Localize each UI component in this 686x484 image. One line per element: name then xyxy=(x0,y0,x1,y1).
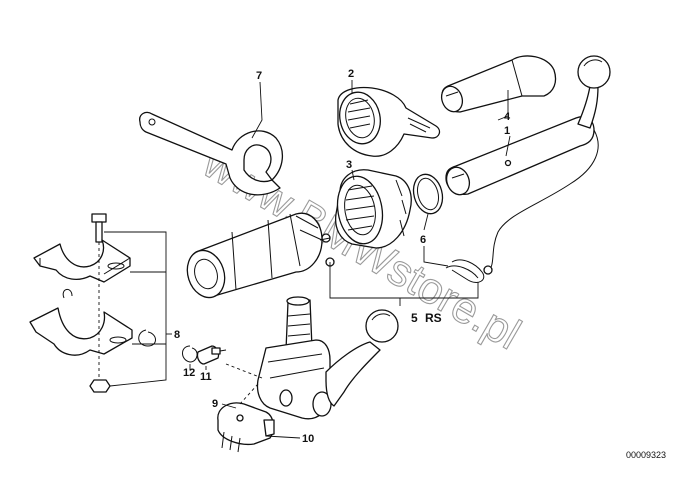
callout-1: 1 xyxy=(504,125,510,137)
retainer-icon xyxy=(445,259,493,283)
socket-icon xyxy=(186,212,323,299)
callout-12: 12 xyxy=(183,367,195,379)
tow-coupling-icon xyxy=(256,296,399,420)
leader-lines xyxy=(104,80,511,439)
callout-rs: RS xyxy=(425,311,442,325)
callout-9: 9 xyxy=(212,398,218,410)
callout-5: 5 xyxy=(411,311,418,325)
callout-10: 10 xyxy=(302,433,314,445)
bracket-icon xyxy=(29,213,156,393)
callout-6: 6 xyxy=(420,234,426,246)
tow-ball-bar-icon xyxy=(445,55,611,196)
callout-2: 2 xyxy=(348,68,354,80)
wire-icon xyxy=(239,383,259,405)
switch-icon xyxy=(196,345,227,365)
wire-icon xyxy=(225,363,263,379)
callout-11: 11 xyxy=(200,371,212,383)
clip-icon xyxy=(182,345,198,363)
callout-4: 4 xyxy=(504,111,511,123)
safety-cable-icon xyxy=(487,129,599,273)
plug-icon xyxy=(217,402,275,453)
callout-3: 3 xyxy=(346,159,352,171)
callout-8: 8 xyxy=(174,329,180,341)
spanner-icon xyxy=(139,111,283,196)
document-number: 00009323 xyxy=(626,450,666,460)
cap-nut-icon xyxy=(337,86,441,157)
ring-icon xyxy=(412,173,444,215)
callout-7: 7 xyxy=(256,70,262,82)
union-nut-icon xyxy=(334,169,412,249)
protective-cap-icon xyxy=(440,55,557,113)
